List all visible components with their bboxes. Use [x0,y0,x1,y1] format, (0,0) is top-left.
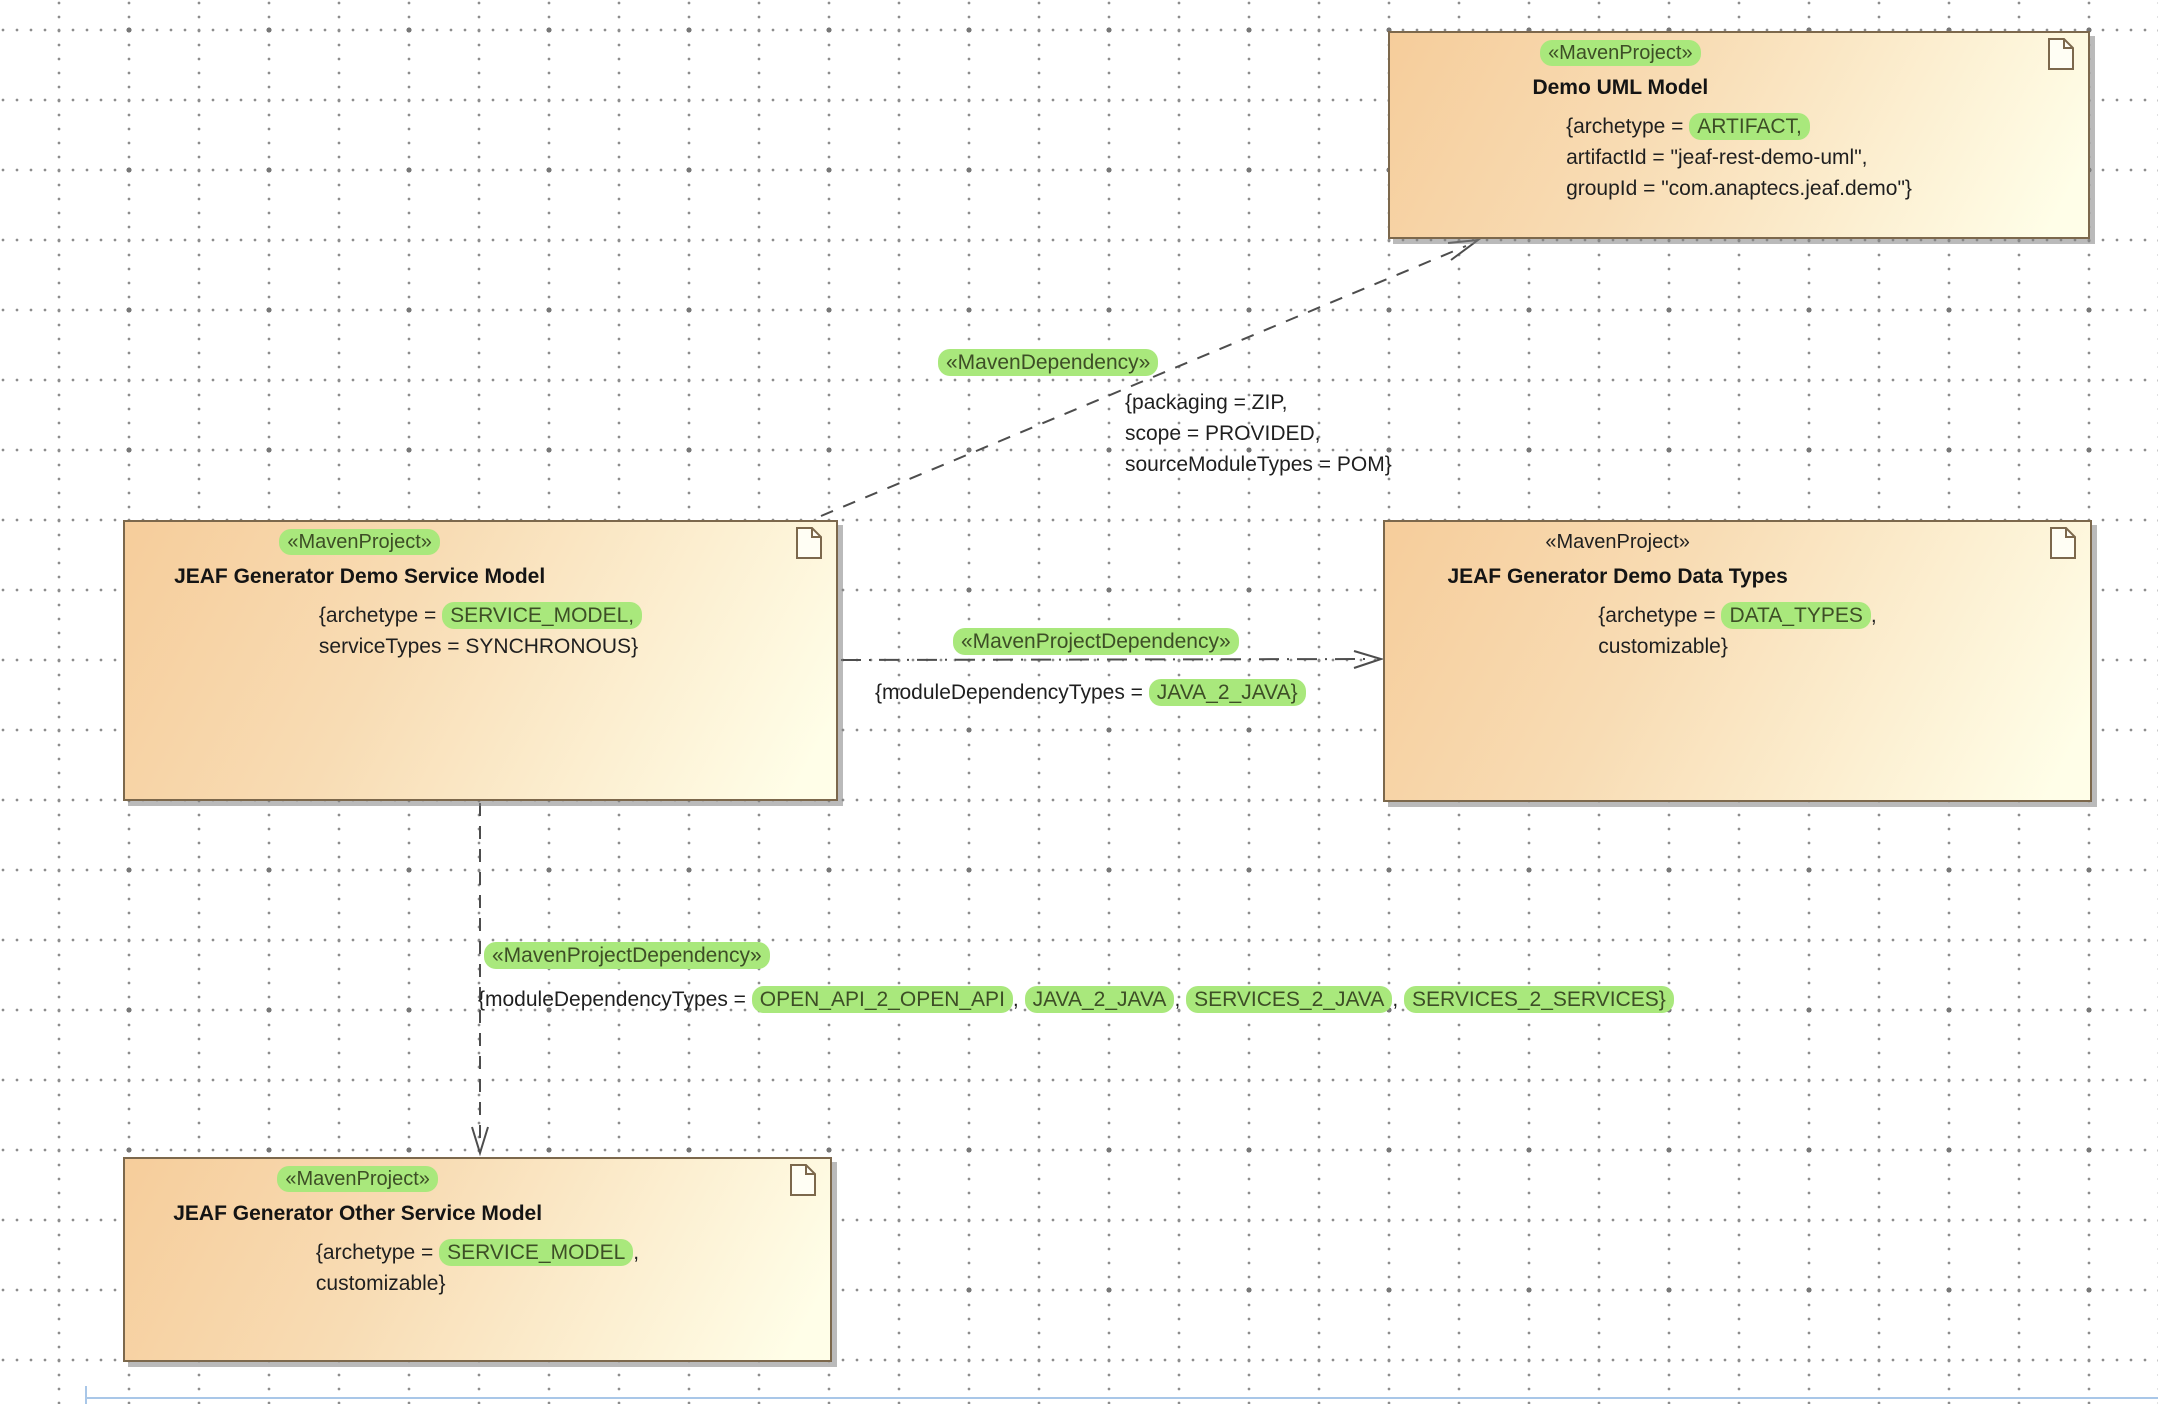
box-header: «MavenProject» JEAF Generator Demo Servi… [125,522,594,591]
note-icon [2050,527,2076,559]
box-header: «MavenProject» JEAF Generator Demo Data … [1385,522,1850,591]
maven-dependency-properties-label[interactable]: {packaging = ZIP,scope = PROVIDED,source… [1125,391,1392,476]
stereotype-label: «MavenProject» [1390,40,1851,67]
note-icon [796,527,822,559]
maven-dependency-edge[interactable] [820,238,1482,517]
box-header: «MavenProject» JEAF Generator Other Serv… [125,1159,590,1228]
maven-project-dependency-data-types-edge[interactable] [840,650,1385,669]
box-title: JEAF Generator Demo Service Model [174,565,546,588]
mavenproject-box-demo-data-types[interactable]: «MavenProject» JEAF Generator Demo Data … [1383,520,2092,802]
box-header: «MavenProject» Demo UML Model [1390,33,1851,102]
box-properties: {archetype = DATA_TYPES,customizable} [1598,602,1877,658]
diagram-frame-bottom-line [85,1397,2158,1399]
stereotype-label: «MavenProject» [125,529,594,556]
note-icon [790,1164,816,1196]
maven-project-dependency-other-model-stereotype-label[interactable]: «MavenProjectDependency» [484,940,770,971]
maven-dependency-stereotype-label[interactable]: «MavenDependency» [938,347,1159,378]
mavenproject-box-other-service-model[interactable]: «MavenProject» JEAF Generator Other Serv… [123,1157,832,1362]
maven-project-dependency-data-types-stereotype-label[interactable]: «MavenProjectDependency» [953,626,1239,657]
box-title: JEAF Generator Demo Data Types [1447,565,1788,588]
stereotype-label: «MavenProject» [1545,531,1690,553]
box-properties: {archetype = ARTIFACT,artifactId = "jeaf… [1566,113,1912,200]
stereotype-label: «MavenProject» [125,1166,590,1193]
box-properties: {archetype = SERVICE_MODEL,serviceTypes … [319,600,643,662]
diagram-frame-left-tick [85,1386,87,1404]
box-properties: {archetype = SERVICE_MODEL,customizable} [315,1239,640,1295]
mavenproject-box-demo-uml-model[interactable]: «MavenProject» Demo UML Model {archetype… [1388,31,2090,239]
maven-project-dependency-data-types-properties-label[interactable]: {moduleDependencyTypes = JAVA_2_JAVA} [875,677,1306,708]
box-title: JEAF Generator Other Service Model [173,1202,543,1225]
maven-project-dependency-other-model-edge[interactable] [471,803,489,1157]
maven-project-dependency-other-model-properties-label[interactable]: {moduleDependencyTypes = OPEN_API_2_OPEN… [478,984,1674,1015]
box-title: Demo UML Model [1532,76,1709,99]
note-icon [2048,38,2074,70]
mavenproject-box-demo-service-model[interactable]: «MavenProject» JEAF Generator Demo Servi… [123,520,838,801]
